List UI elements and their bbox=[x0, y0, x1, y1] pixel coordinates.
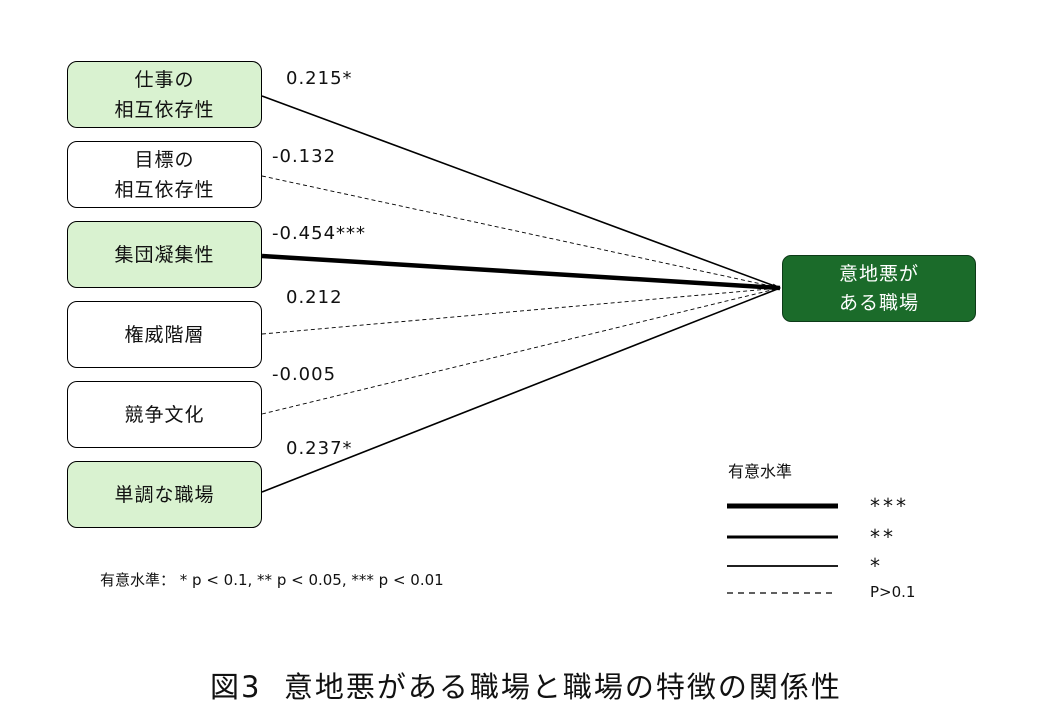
coef-label-2: -0.132 bbox=[272, 146, 337, 167]
figure-caption: 図3 意地悪がある職場と職場の特徴の関係性 bbox=[210, 670, 842, 704]
node-authority-hierarchy: 権威階層 bbox=[67, 301, 262, 368]
legend-label-3star: *** bbox=[870, 494, 909, 518]
path-line-1 bbox=[261, 95, 781, 289]
node-task-interdependence: 仕事の 相互依存性 bbox=[67, 61, 262, 128]
coef-label-4: 0.212 bbox=[286, 287, 343, 308]
path-line-5 bbox=[261, 287, 781, 415]
node-competitive-culture: 競争文化 bbox=[67, 381, 262, 448]
legend-title: 有意水準 bbox=[728, 462, 793, 481]
path-line-4 bbox=[261, 287, 781, 335]
significance-note: 有意水準： * p < 0.1, ** p < 0.05, *** p < 0.… bbox=[100, 571, 444, 589]
node-goal-interdependence: 目標の 相互依存性 bbox=[67, 141, 262, 208]
coef-label-3: -0.454*** bbox=[272, 223, 367, 244]
legend-label-1star: * bbox=[870, 554, 880, 578]
coef-label-5: -0.005 bbox=[272, 364, 337, 385]
path-line-3 bbox=[261, 253, 781, 292]
node-bullying-workplace: 意地悪が ある職場 bbox=[782, 255, 976, 322]
coef-label-1: 0.215* bbox=[286, 68, 353, 89]
path-line-2 bbox=[261, 175, 781, 289]
coef-label-6: 0.237* bbox=[286, 438, 353, 459]
legend-label-2star: ** bbox=[870, 525, 896, 549]
legend-label-ns: P>0.1 bbox=[870, 583, 916, 601]
node-monotonous-workplace: 単調な職場 bbox=[67, 461, 262, 528]
node-group-cohesion: 集団凝集性 bbox=[67, 221, 262, 288]
path-line-6 bbox=[261, 287, 781, 493]
